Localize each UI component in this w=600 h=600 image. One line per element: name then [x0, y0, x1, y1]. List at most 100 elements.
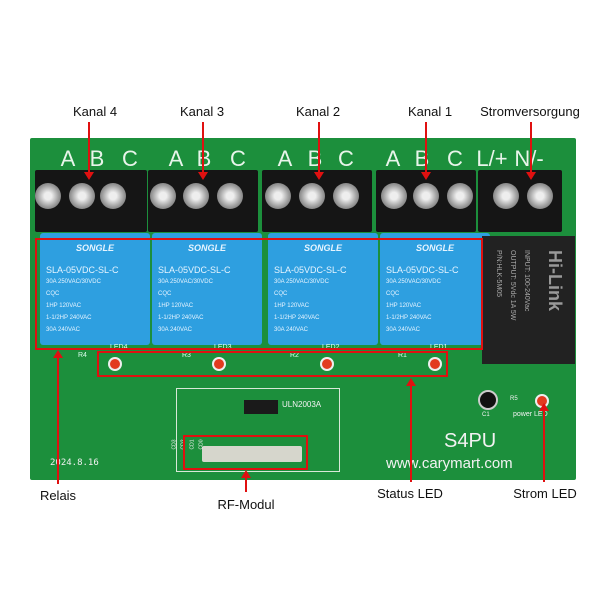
terminal-screw — [381, 183, 407, 209]
arrow-status-led — [406, 378, 416, 482]
terminal-letter: B — [196, 146, 212, 171]
power-module-part: P/N:HLK-5M05 — [495, 250, 502, 298]
terminal-letter: C — [122, 146, 138, 171]
relay-spec: 30A 240VAC — [46, 327, 80, 333]
power-module-output: OUTPUT: 5Vdc 1A 5W — [509, 250, 516, 321]
terminal-screw — [527, 183, 553, 209]
relay-spec: 1-1/2HP 240VAC — [386, 315, 432, 321]
status-led-4 — [108, 357, 122, 371]
label-kanal-4: Kanal 4 — [72, 104, 118, 119]
arrow-kanal-1 — [421, 122, 431, 180]
relay-2: SONGLE SLA-05VDC-SL-C 30A 250VAC/30VDC CQC 1… — [268, 233, 378, 345]
rf-receiver — [202, 446, 302, 462]
board-website: www.carymart.com — [386, 455, 513, 472]
rf-module-outline — [176, 388, 340, 472]
arrow-kanal-2 — [314, 122, 324, 180]
terminal-screw — [69, 183, 95, 209]
status-led-2 — [320, 357, 334, 371]
relay-spec: 1HP 120VAC — [274, 303, 310, 309]
relay-spec: 1HP 120VAC — [46, 303, 82, 309]
label-status-led: Status LED — [377, 486, 443, 501]
status-led-highlight-box — [97, 351, 448, 377]
relais-highlight-box — [35, 238, 483, 350]
terminal-letter: B — [414, 146, 430, 171]
relay-model: SLA-05VDC-SL-C — [46, 265, 119, 275]
rf-pin-cd3: CD3 — [171, 439, 178, 450]
arrow-relais — [53, 350, 63, 484]
terminal-letter: C — [338, 146, 354, 171]
terminal-letter: A — [168, 146, 184, 171]
power-module: P/N:HLK-5M05 OUTPUT: 5Vdc 1A 5W INPUT: 1… — [482, 236, 575, 364]
relay-brand: SONGLE — [416, 243, 455, 253]
relay-1: SONGLE SLA-05VDC-SL-C 30A 250VAC/30VDC CQC 1… — [380, 233, 490, 345]
label-kanal-2: Kanal 2 — [295, 104, 341, 119]
terminal-screw — [413, 183, 439, 209]
label-strom-led: Strom LED — [513, 486, 577, 501]
power-led-label: power LED — [513, 411, 548, 418]
terminal-screw — [150, 183, 176, 209]
arrow-strom-led — [539, 403, 549, 482]
relay-brand: SONGLE — [76, 243, 115, 253]
terminal-letter: L/+ — [476, 146, 508, 171]
terminal-letter: N/- — [514, 146, 544, 171]
rf-module-highlight-box — [183, 435, 308, 470]
terminal-letter: C — [230, 146, 246, 171]
arrow-rf-modul — [241, 470, 251, 492]
led-label: LED3 — [214, 344, 232, 351]
led-label: LED2 — [322, 344, 340, 351]
resistor-label: R4 — [78, 352, 87, 359]
cap-label: C1 — [482, 412, 490, 418]
terminal-screw — [493, 183, 519, 209]
relay-model: SLA-05VDC-SL-C — [386, 265, 459, 275]
power-module-input: INPUT: 100-240Vac — [523, 250, 530, 312]
relay-model: SLA-05VDC-SL-C — [274, 265, 347, 275]
relay-spec: 1HP 120VAC — [158, 303, 194, 309]
resistor-label: R2 — [290, 352, 299, 359]
arrow-kanal-4 — [84, 122, 94, 180]
terminal-screw — [183, 183, 209, 209]
board-date: 2024.8.16 — [50, 458, 99, 468]
label-rf-modul: RF-Modul — [217, 497, 275, 512]
capacitor-c1 — [478, 390, 498, 410]
relay-spec: 1-1/2HP 240VAC — [46, 315, 92, 321]
power-module-brand: Hi-Link — [545, 250, 565, 311]
relay-spec: 1HP 120VAC — [386, 303, 422, 309]
relay-spec: 30A 250VAC/30VDC — [46, 279, 101, 285]
relay-spec: CQC — [386, 291, 400, 297]
resistor-label: R3 — [182, 352, 191, 359]
r5-label: R5 — [510, 396, 518, 402]
terminal-letter: B — [89, 146, 105, 171]
relay-spec: 1-1/2HP 240VAC — [158, 315, 204, 321]
uln2003a-chip — [244, 400, 278, 414]
terminal-screw — [265, 183, 291, 209]
label-stromversorgung: Stromversorgung — [480, 104, 580, 119]
terminal-screw — [299, 183, 325, 209]
terminal-letter: A — [277, 146, 293, 171]
terminal-letter: A — [385, 146, 401, 171]
resistor-label: R1 — [398, 352, 407, 359]
board-model: S4PU — [444, 430, 497, 452]
terminal-screw — [217, 183, 243, 209]
status-led-3 — [212, 357, 226, 371]
relay-spec: 30A 250VAC/30VDC — [386, 279, 441, 285]
relay-model: SLA-05VDC-SL-C — [158, 265, 231, 275]
terminal-letter: B — [307, 146, 323, 171]
terminal-letter: A — [60, 146, 76, 171]
label-relais: Relais — [39, 488, 77, 503]
terminal-screw — [333, 183, 359, 209]
relay-spec: CQC — [158, 291, 172, 297]
relay-spec: CQC — [274, 291, 288, 297]
status-led-1 — [428, 357, 442, 371]
terminal-screw — [447, 183, 473, 209]
relay-spec: 30A 250VAC/30VDC — [274, 279, 329, 285]
led-label: LED4 — [110, 344, 128, 351]
terminal-screw — [100, 183, 126, 209]
relay-brand: SONGLE — [304, 243, 343, 253]
arrow-kanal-3 — [198, 122, 208, 180]
label-kanal-1: Kanal 1 — [407, 104, 453, 119]
chip-label: ULN2003A — [282, 400, 322, 409]
relay-brand: SONGLE — [188, 243, 227, 253]
led-label: LED1 — [430, 344, 448, 351]
